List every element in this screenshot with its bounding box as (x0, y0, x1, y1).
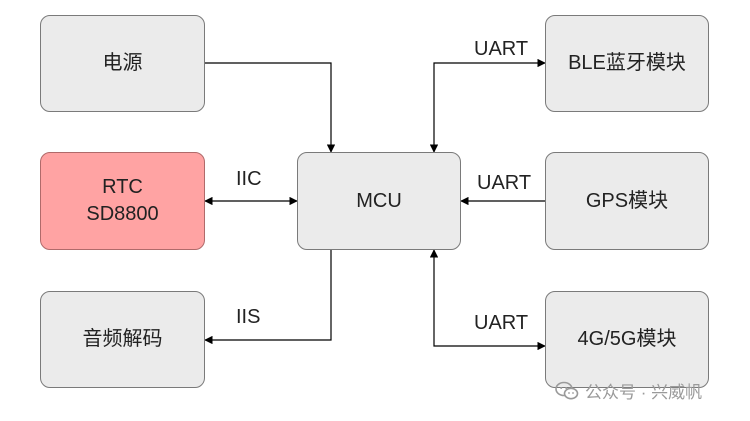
rtc-block: RTC SD8800 (40, 152, 205, 250)
ble-module-block: BLE蓝牙模块 (545, 15, 709, 112)
uart-ble-label: UART (474, 38, 529, 60)
uart-gps-label: UART (477, 172, 532, 194)
mcu-block: MCU (297, 152, 461, 250)
uart-cellular-line (429, 249, 546, 351)
ble-module-label: BLE蓝牙模块 (568, 52, 686, 74)
watermark-text: 公众号 · 兴威帆 (585, 383, 703, 402)
gps-module-label: GPS模块 (585, 189, 669, 212)
cellular-module-label: 4G/5G模块 (577, 328, 677, 350)
power-block: 电源 (40, 15, 205, 112)
iis-line (204, 250, 332, 345)
rtc-model-label: SD8800 (86, 203, 159, 225)
gps-module-block: GPS模块 (545, 152, 709, 250)
power-label: 电源 (102, 52, 143, 74)
iic-label: IIC (236, 168, 262, 190)
watermark: 公众号 · 兴威帆 (555, 378, 702, 403)
power-to-mcu-line (205, 62, 336, 153)
uart-ble-line (429, 58, 546, 153)
wechat-icon (555, 381, 579, 401)
cellular-module-block: 4G/5G模块 (545, 291, 709, 388)
audio-codec-label: 音频解码 (82, 328, 163, 350)
audio-codec-block: 音频解码 (40, 291, 205, 388)
rtc-label: RTC (102, 176, 143, 198)
mcu-label: MCU (356, 189, 402, 212)
iis-label: IIS (236, 306, 261, 328)
uart-cellular-label: UART (474, 312, 529, 334)
